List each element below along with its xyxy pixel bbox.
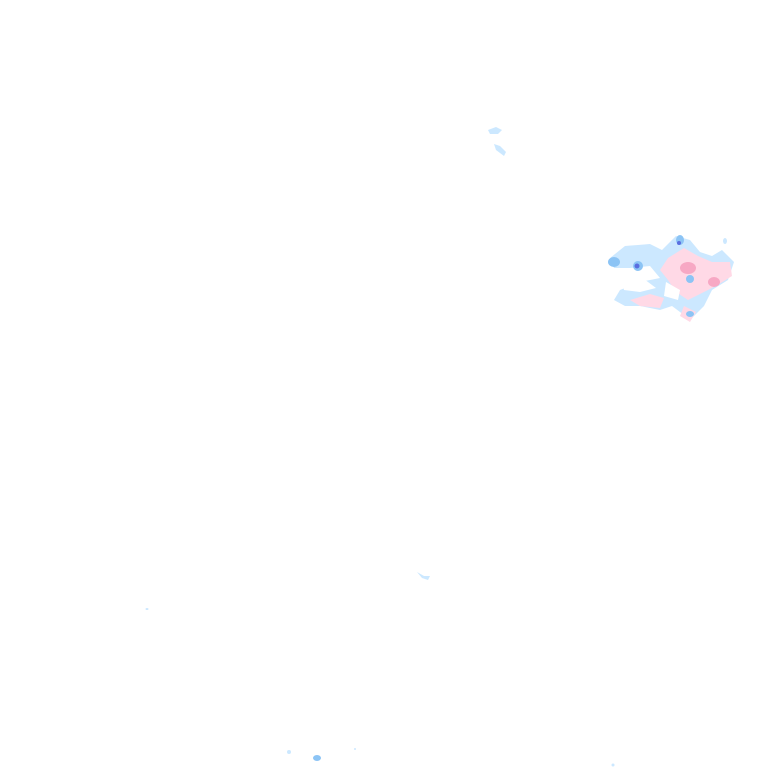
rain-core (686, 311, 694, 317)
rain-area (354, 748, 356, 750)
rain-core (608, 257, 620, 267)
snow-core (708, 277, 720, 287)
precip-cluster-south (145, 572, 615, 767)
rain-core (686, 275, 694, 283)
rain-area (494, 144, 506, 156)
rain-heavy-core (634, 263, 640, 269)
snow-core (680, 262, 696, 274)
clear-gap (664, 282, 680, 300)
clear-gap (620, 272, 656, 292)
rain-core (313, 755, 321, 761)
rain-heavy-core (677, 241, 681, 245)
rain-area (488, 127, 502, 134)
rain-area (723, 238, 727, 244)
rain-area (287, 750, 291, 754)
snow-area (630, 294, 664, 308)
precip-cluster-east (608, 235, 734, 322)
rain-area (611, 763, 615, 767)
rain-area (417, 572, 430, 580)
precip-cluster-north (488, 127, 506, 156)
rain-area (145, 608, 149, 610)
